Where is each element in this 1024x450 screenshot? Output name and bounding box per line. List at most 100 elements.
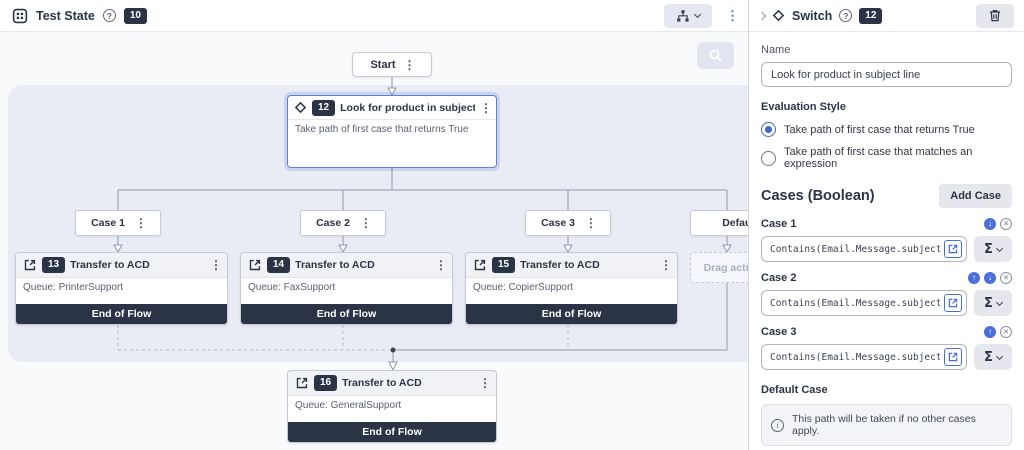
transfer-node-14[interactable]: 14 Transfer to ACD ⋮ Queue: FaxSupport E… — [240, 252, 453, 325]
open-expression-editor-button[interactable] — [944, 348, 962, 366]
panel-help-icon[interactable]: ? — [839, 9, 853, 22]
case1-controls: ↓ ✕ — [984, 218, 1012, 230]
add-case-button[interactable]: Add Case — [939, 184, 1012, 208]
expression-mode-button[interactable]: Σ — [974, 290, 1012, 316]
switch-node[interactable]: 12 Look for product in subject line ⋮ Ta… — [287, 95, 497, 168]
canvas-menu-icon[interactable]: ⋮ — [726, 8, 739, 23]
default-drop-zone[interactable]: Drag action here — [690, 252, 748, 283]
name-input[interactable] — [761, 62, 1012, 87]
eval-option-matches-expression[interactable]: Take path of first case that matches an … — [761, 146, 1012, 170]
external-link-icon — [24, 259, 36, 271]
case3-expression-field[interactable]: Contains(Email.Message.subject, "cop — [761, 344, 967, 370]
panel-body: Name Evaluation Style Take path of first… — [749, 32, 1024, 450]
expression-mode-button[interactable]: Σ — [974, 236, 1012, 262]
transfer-node-badge: 14 — [267, 257, 291, 273]
open-in-new-icon — [948, 244, 958, 254]
eval-option-label: Take path of first case that matches an … — [784, 146, 973, 170]
delete-case-icon[interactable]: ✕ — [1000, 272, 1012, 284]
switch-node-menu-icon[interactable]: ⋮ — [480, 100, 492, 115]
flow-connectors — [113, 77, 732, 372]
move-down-icon[interactable]: ↓ — [984, 218, 996, 230]
move-up-icon[interactable]: ↑ — [968, 272, 980, 284]
evaluation-style-label: Evaluation Style — [761, 101, 846, 113]
case3-row: Case 3 ↑ ✕ — [761, 326, 1012, 338]
switch-node-title: Look for product in subject line — [340, 101, 475, 114]
move-down-icon[interactable]: ↓ — [984, 272, 996, 284]
end-of-flow-bar[interactable]: End of Flow — [16, 304, 227, 324]
open-expression-editor-button[interactable] — [944, 294, 962, 312]
case1-branch-label: Case 1 — [91, 217, 125, 229]
case2-row: Case 2 ↑ ↓ ✕ — [761, 272, 1012, 284]
delete-node-button[interactable] — [976, 3, 1014, 28]
switch-diamond-icon — [772, 9, 785, 22]
flow-title: Test State — [36, 8, 95, 23]
transfer-node-menu-icon[interactable]: ⋮ — [210, 258, 222, 272]
sigma-icon: Σ — [984, 349, 993, 365]
layout-dropdown-button[interactable] — [664, 3, 712, 28]
case2-expression-row: Contains(Email.Message.subject, "fax" Σ — [761, 290, 1012, 316]
transfer-node-title: Transfer to ACD — [295, 259, 375, 271]
chevron-down-icon — [995, 298, 1003, 306]
end-of-flow-bar[interactable]: End of Flow — [288, 422, 496, 442]
transfer-node-15[interactable]: 15 Transfer to ACD ⋮ Queue: CopierSuppor… — [465, 252, 678, 325]
start-node-menu-icon[interactable]: ⋮ — [403, 57, 416, 72]
switch-node-subtitle: Take path of first case that returns Tru… — [295, 124, 469, 135]
open-in-new-icon — [948, 352, 958, 362]
switch-properties-panel: Switch ? 12 Name Evaluation Style Take p… — [748, 0, 1024, 450]
cases-heading: Cases (Boolean) — [761, 188, 875, 204]
chevron-down-icon — [995, 352, 1003, 360]
case2-branch-menu-icon[interactable]: ⋮ — [359, 216, 372, 230]
start-node[interactable]: Start ⋮ — [352, 52, 432, 77]
expression-mode-button[interactable]: Σ — [974, 344, 1012, 370]
radio-selected-icon[interactable] — [761, 122, 776, 137]
flow-canvas[interactable]: Start ⋮ 12 Look for product in subject l… — [0, 32, 748, 450]
case2-controls: ↑ ↓ ✕ — [968, 272, 1012, 284]
move-up-icon[interactable]: ↑ — [984, 326, 996, 338]
default-case-info-text: This path will be taken if no other case… — [792, 413, 976, 437]
case3-branch-chip[interactable]: Case 3 ⋮ — [525, 210, 611, 236]
name-label: Name — [761, 44, 791, 56]
delete-case-icon[interactable]: ✕ — [1000, 326, 1012, 338]
case1-expression-field[interactable]: Contains(Email.Message.subject, "pri — [761, 236, 967, 262]
transfer-node-detail: Queue: PrinterSupport — [23, 282, 124, 293]
delete-case-icon[interactable]: ✕ — [1000, 218, 1012, 230]
collapse-panel-icon[interactable] — [757, 11, 767, 20]
transfer-node-menu-icon[interactable]: ⋮ — [660, 258, 672, 272]
case3-label: Case 3 — [761, 326, 797, 338]
case1-branch-chip[interactable]: Case 1 ⋮ — [75, 210, 161, 236]
case3-branch-menu-icon[interactable]: ⋮ — [584, 216, 597, 230]
open-expression-editor-button[interactable] — [944, 240, 962, 258]
state-icon — [12, 8, 28, 24]
end-of-flow-bar[interactable]: End of Flow — [241, 304, 452, 324]
chevron-down-icon — [995, 244, 1003, 252]
external-link-icon — [249, 259, 261, 271]
case2-branch-chip[interactable]: Case 2 ⋮ — [300, 210, 386, 236]
transfer-node-detail: Queue: FaxSupport — [248, 282, 336, 293]
flow-help-icon[interactable]: ? — [102, 9, 116, 22]
eval-option-label: Take path of first case that returns Tru… — [784, 123, 975, 136]
transfer-node-13[interactable]: 13 Transfer to ACD ⋮ Queue: PrinterSuppo… — [15, 252, 228, 325]
trash-icon — [990, 10, 1000, 22]
start-node-label: Start — [370, 58, 396, 71]
hierarchy-icon — [677, 9, 689, 22]
eval-option-returns-true[interactable]: Take path of first case that returns Tru… — [761, 122, 1012, 137]
transfer-node-menu-icon[interactable]: ⋮ — [479, 376, 491, 390]
transfer-node-16[interactable]: 16 Transfer to ACD ⋮ Queue: GeneralSuppo… — [287, 370, 497, 443]
default-case-info: i This path will be taken if no other ca… — [761, 404, 1012, 446]
case3-expression-row: Contains(Email.Message.subject, "cop Σ — [761, 344, 1012, 370]
transfer-node-menu-icon[interactable]: ⋮ — [435, 258, 447, 272]
case1-row: Case 1 ↓ ✕ — [761, 218, 1012, 230]
transfer-node-badge: 13 — [42, 257, 66, 273]
transfer-node-badge: 15 — [492, 257, 516, 273]
case3-controls: ↑ ✕ — [984, 326, 1012, 338]
case1-branch-menu-icon[interactable]: ⋮ — [134, 216, 147, 230]
case3-branch-label: Case 3 — [541, 217, 575, 229]
panel-node-badge: 12 — [859, 7, 883, 24]
end-of-flow-bar[interactable]: End of Flow — [466, 304, 677, 324]
default-branch-chip[interactable]: Default — [690, 210, 748, 236]
sigma-icon: Σ — [984, 295, 993, 311]
radio-unselected-icon[interactable] — [761, 150, 776, 166]
transfer-node-header: 13 Transfer to ACD ⋮ — [16, 253, 227, 278]
canvas-search-button[interactable] — [697, 42, 734, 69]
case2-expression-field[interactable]: Contains(Email.Message.subject, "fax" — [761, 290, 967, 316]
